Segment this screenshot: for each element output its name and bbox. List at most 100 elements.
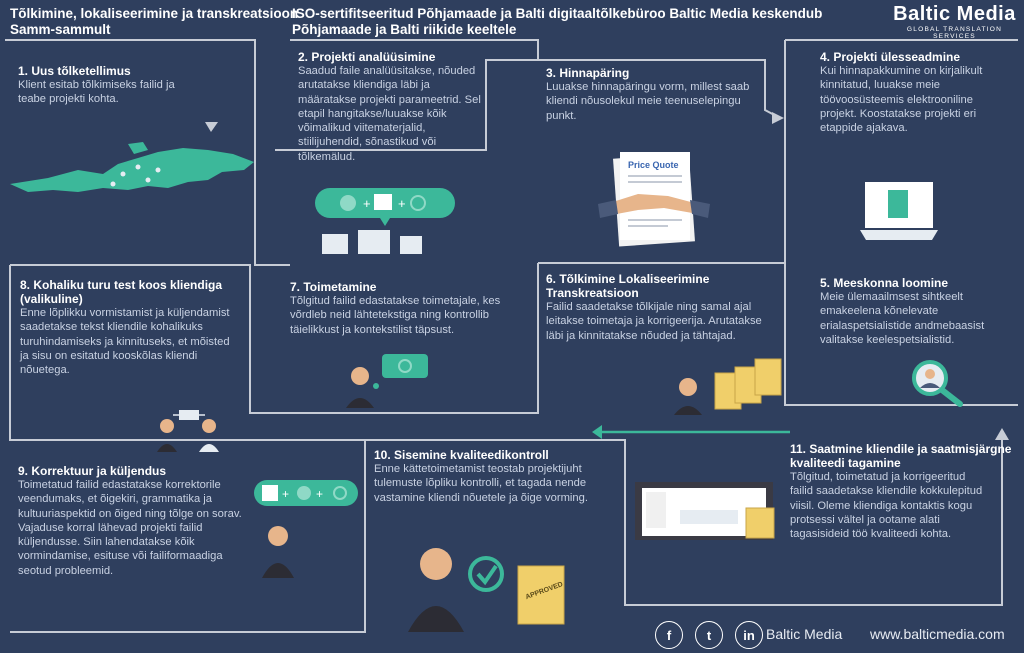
step-2-line: arutatakse kliendiga läbi ja bbox=[298, 79, 430, 92]
step-5-line: erialaspetsialistide andmebaasist bbox=[820, 319, 985, 332]
header-center-line2: Põhjamaade ja Balti riikide keeltele bbox=[292, 22, 517, 37]
step-9-title: 9. Korrektuur ja küljendus bbox=[18, 464, 167, 478]
step-5-line: Meie ülemaailmsest sihtkeelt bbox=[820, 291, 964, 303]
step-9-line: Vajaduse korral lähevad projekti failid bbox=[18, 521, 203, 534]
person-icon bbox=[420, 548, 452, 580]
step-11: 11. Saatmine kliendile ja saatmisjärgne … bbox=[790, 442, 1020, 541]
step-1-title: 1. Uus tõlketellimus bbox=[18, 64, 131, 78]
svg-text:+: + bbox=[316, 487, 323, 501]
price-quote-illustration: Price Quote bbox=[598, 152, 710, 247]
document-on-screen bbox=[888, 190, 908, 218]
step-9-line: vormindamise, esituse või failiformaadig… bbox=[18, 550, 223, 563]
arrow-head-3 bbox=[772, 112, 784, 124]
step-5-text: Meie ülemaailmsest sihtkeelt emakeelena … bbox=[820, 290, 1020, 347]
twitter-icon[interactable]: t bbox=[695, 621, 723, 649]
quality-control-illustration: APPROVED bbox=[408, 548, 565, 632]
step-11-line: Tõlgitud, toimetatud ja korrigeeritud bbox=[790, 471, 966, 483]
step-2: 2. Projekti analüüsimine Saadud faile an… bbox=[298, 50, 498, 164]
step-8-text: Enne lõplikku vormistamist ja küljendami… bbox=[20, 306, 250, 377]
green-arrow-head bbox=[592, 425, 602, 439]
step-10: 10. Sisemine kvaliteedikontroll Enne kät… bbox=[374, 448, 619, 505]
step-3-line: punkt. bbox=[546, 109, 577, 122]
header-center-title: ISO-sertifitseeritud Põhjamaade ja Balti… bbox=[292, 6, 822, 38]
step-6-line: leitakse toimetaja ja korrigeerija. Arut… bbox=[546, 315, 762, 328]
facebook-icon[interactable]: f bbox=[655, 621, 683, 649]
delivery-desk-illustration bbox=[635, 482, 775, 540]
step-4-line: töövoosüsteemis elektrooniline bbox=[820, 93, 973, 106]
step-5-title: 5. Meeskonna loomine bbox=[820, 276, 949, 290]
price-quote-label: Price Quote bbox=[628, 160, 679, 170]
step-2-line: määratakse projekti parameetrid. Sel bbox=[298, 93, 481, 106]
step-3-line: Luuakse hinnapäringu vorm, millest saab bbox=[546, 81, 750, 93]
step-8-line: turuhindamiseks ja kinnituseks, et mõist… bbox=[20, 335, 230, 348]
step-9: 9. Korrektuur ja küljendus Toimetatud fa… bbox=[18, 464, 258, 578]
step-5-line: emakeelena kõnelevate bbox=[820, 305, 939, 318]
step-4: 4. Projekti ülesseadmine Kui hinnapakkum… bbox=[820, 50, 1020, 135]
step-3-text: Luuakse hinnapäringu vorm, millest saab … bbox=[546, 80, 776, 123]
step-6-title-line: Transkreatsioon bbox=[546, 286, 639, 300]
step-4-line: projekt. Koostatakse projekti eri bbox=[820, 107, 977, 120]
step-4-text: Kui hinnapakkumine on kirjalikult kinnit… bbox=[820, 64, 1020, 135]
header-left-title: Tõlkimine, lokaliseerimine ja transkreat… bbox=[10, 6, 298, 38]
step-8-line: nõuetega. bbox=[20, 364, 70, 377]
step-8-line: Enne lõplikku vormistamist ja küljendami… bbox=[20, 307, 230, 319]
step-11-title-line: kvaliteedi tagamine bbox=[790, 456, 901, 470]
step-10-line: tulemuste lõpliku kontrolli, et tagada n… bbox=[374, 477, 587, 490]
approved-folder-icon bbox=[517, 565, 565, 625]
step-10-text: Enne kättetoimetamist teostab projektiju… bbox=[374, 462, 619, 505]
analysis-illustration: + + bbox=[315, 188, 455, 254]
person-icon bbox=[202, 419, 216, 433]
book-icon bbox=[262, 485, 278, 501]
svg-text:+: + bbox=[398, 196, 406, 211]
header-center-line1: ISO-sertifitseeritud Põhjamaade ja Balti… bbox=[292, 6, 823, 21]
step-4-line: kinnitatud, luuakse meie bbox=[820, 79, 941, 92]
step-3-line: kliendi nõusolekul meie teenuselepingu bbox=[546, 95, 741, 108]
person-icon bbox=[160, 419, 174, 433]
device-icon bbox=[400, 236, 422, 254]
step-11-title: 11. Saatmine kliendile ja saatmisjärgne … bbox=[790, 442, 1020, 470]
step-6-text: Failid saadetakse tõlkijale ning samal a… bbox=[546, 300, 781, 343]
step-8-title-line: (valikuline) bbox=[20, 292, 83, 306]
svg-text:+: + bbox=[282, 487, 289, 501]
linkedin-icon[interactable]: in bbox=[735, 621, 763, 649]
step-11-line: tagasisideid töö kvaliteedi kohta. bbox=[790, 528, 952, 541]
device-icon bbox=[322, 234, 348, 254]
header-left-line2: Samm-sammult bbox=[10, 22, 111, 37]
logo-sub-text: GLOBAL TRANSLATION SERVICES bbox=[906, 26, 1003, 40]
header-left-line1: Tõlkimine, lokaliseerimine ja transkreat… bbox=[10, 6, 299, 21]
step-2-line: võimalikud viitematerjalid, bbox=[298, 122, 426, 135]
step-7-line: täielikkust ja kontekstilist täpsust. bbox=[290, 323, 455, 336]
footer-brand: Baltic Media bbox=[766, 626, 843, 642]
handshake-icon bbox=[600, 194, 706, 216]
social-links: f t in bbox=[655, 621, 763, 649]
footer-url[interactable]: www.balticmedia.com bbox=[870, 626, 1005, 642]
step-10-title: 10. Sisemine kvaliteedikontroll bbox=[374, 448, 549, 462]
step-9-text: Toimetatud failid edastatakse korrektori… bbox=[18, 478, 258, 578]
step-6-line: Failid saadetakse tõlkijale ning samal a… bbox=[546, 301, 752, 313]
step-9-line: küljendusse. Siin lahendatakse kõik bbox=[18, 536, 195, 549]
proofreading-illustration: + + bbox=[254, 480, 358, 578]
step-1-line: Klient esitab tõlkimiseks failid ja bbox=[18, 79, 175, 91]
editor-illustration bbox=[346, 354, 428, 408]
step-7: 7. Toimetamine Tõlgitud failid edastatak… bbox=[290, 280, 525, 337]
step-11-line: protsessi vältel ja ootame alati bbox=[790, 513, 940, 526]
gear-icon bbox=[340, 195, 356, 211]
step-4-title: 4. Projekti ülesseadmine bbox=[820, 50, 961, 64]
step-7-line: Tõlgitud failid edastatakse toimetajale,… bbox=[290, 295, 501, 307]
step-2-line: Saadud faile analüüsitakse, nõuded bbox=[298, 65, 476, 77]
step-5: 5. Meeskonna loomine Meie ülemaailmsest … bbox=[820, 276, 1020, 347]
step-2-title: 2. Projekti analüüsimine bbox=[298, 50, 436, 64]
step-1: 1. Uus tõlketellimus Klient esitab tõlki… bbox=[18, 64, 238, 107]
search-icon bbox=[410, 195, 426, 211]
step-9-line: Toimetatud failid edastatakse korrektori… bbox=[18, 479, 221, 491]
arrow-head-1 bbox=[205, 122, 218, 132]
laptop-icon bbox=[860, 182, 938, 240]
step-2-text: Saadud faile analüüsitakse, nõuded aruta… bbox=[298, 64, 498, 164]
step-1-line: teabe projekti kohta. bbox=[18, 93, 119, 106]
step-4-line: Kui hinnapakkumine on kirjalikult bbox=[820, 65, 983, 77]
step-10-line: vastamine kliendi nõuetele ja õige vormi… bbox=[374, 491, 588, 504]
step-3-title: 3. Hinnapäring bbox=[546, 66, 630, 80]
step-6-line: läbi ja kinnitatakse nõuded ja tähtajad. bbox=[546, 329, 736, 342]
step-11-title-line: 11. Saatmine kliendile ja saatmisjärgne bbox=[790, 442, 1012, 456]
